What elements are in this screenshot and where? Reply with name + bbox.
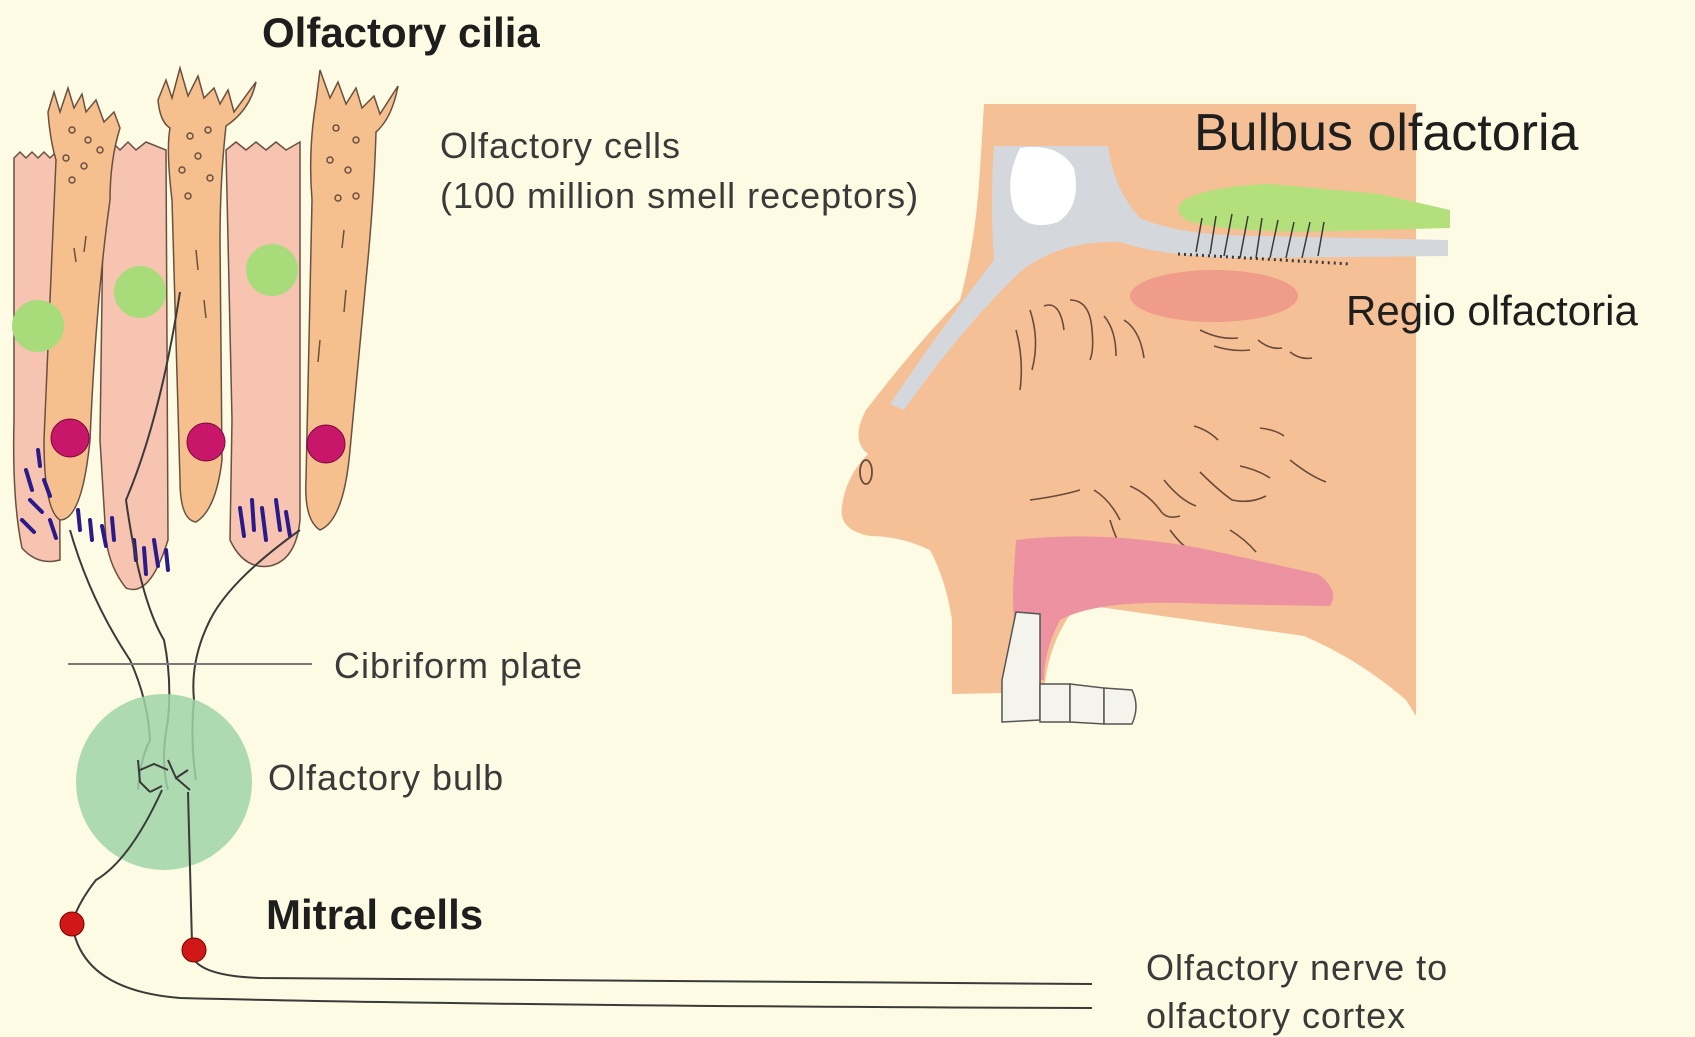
regio-olfactoria-shape bbox=[1130, 270, 1298, 322]
teeth bbox=[1002, 612, 1136, 724]
label-cribriform-plate: Cibriform plate bbox=[334, 644, 583, 687]
supporting-cell-2 bbox=[100, 142, 168, 589]
label-regio-olfactoria: Regio olfactoria bbox=[1346, 286, 1638, 336]
label-smell-receptors: (100 million smell receptors) bbox=[440, 174, 919, 217]
supporting-cell-3 bbox=[226, 142, 300, 566]
label-olfactory-cortex: olfactory cortex bbox=[1146, 994, 1406, 1037]
sinus-cavity bbox=[1010, 147, 1076, 225]
mitral-cell-bodies bbox=[60, 912, 206, 962]
label-olfactory-cells: Olfactory cells bbox=[440, 124, 681, 167]
head-section bbox=[842, 104, 1450, 724]
olfactory-bulb-circle bbox=[76, 694, 252, 870]
label-olfactory-nerve: Olfactory nerve to bbox=[1146, 946, 1448, 989]
label-mitral-cells: Mitral cells bbox=[266, 890, 483, 940]
label-olfactory-cilia: Olfactory cilia bbox=[262, 8, 540, 58]
label-bulbus-olfactoria: Bulbus olfactoria bbox=[1194, 102, 1578, 164]
receptor-nuclei bbox=[51, 419, 345, 463]
label-olfactory-bulb: Olfactory bulb bbox=[268, 756, 504, 799]
